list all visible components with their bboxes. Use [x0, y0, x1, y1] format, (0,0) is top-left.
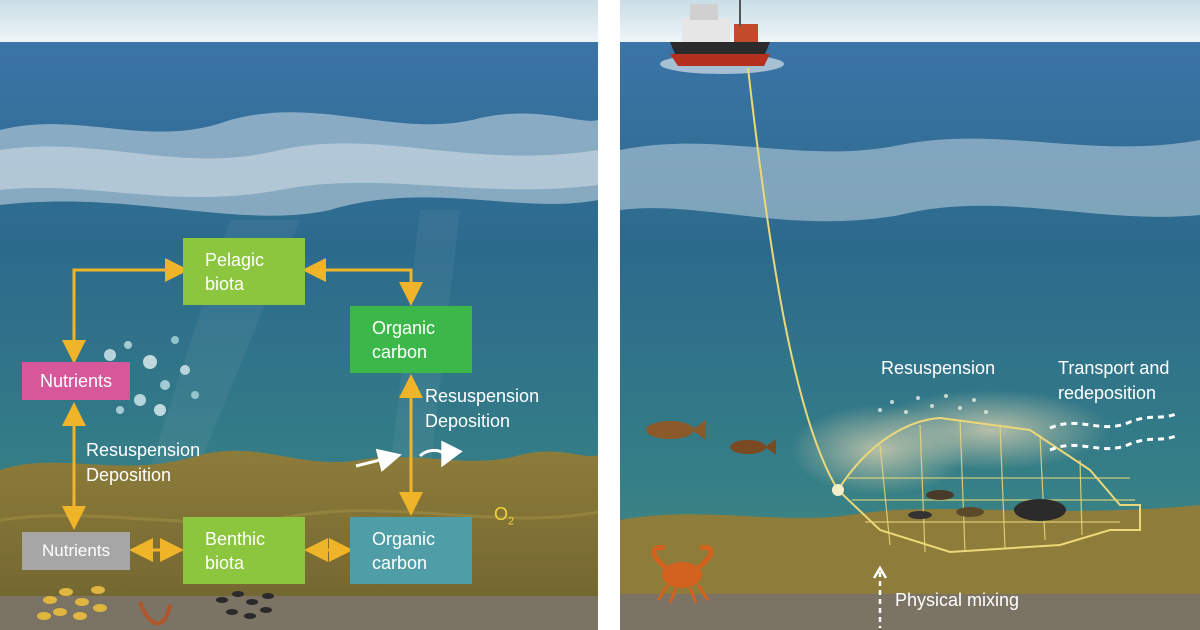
oxygen-symbol: O — [494, 504, 509, 524]
wave-foam — [620, 138, 1200, 222]
shell-cluster — [37, 586, 107, 620]
resuspended-particles — [878, 394, 988, 414]
nutrients-water-box: Nutrients — [22, 362, 130, 400]
gravel-bed — [620, 594, 1200, 630]
organic-carbon-sediment-box: Organic carbon — [350, 517, 472, 584]
pelagic-biota-label: Pelagic biota — [205, 249, 265, 294]
mussel-cluster — [216, 591, 274, 619]
panel-divider — [598, 0, 620, 630]
nutrients-sediment-box: Nutrients — [22, 532, 130, 570]
worm — [138, 601, 172, 626]
oxygen-subscript: 2 — [508, 515, 515, 528]
gravel-bed — [0, 596, 598, 630]
natural-seabed-panel: Pelagic biota Organic carbon Nutrients N… — [0, 0, 598, 630]
resuspension-label: Resuspension — [881, 358, 996, 378]
resuspension-deposition-left-label: Resuspension Deposition — [86, 440, 201, 485]
organic-carbon-water-box: Organic carbon — [350, 306, 472, 373]
trawled-seabed-panel: Resuspension Transport and redeposition … — [620, 0, 1200, 630]
fish-1 — [646, 420, 706, 440]
right-scene-background — [620, 0, 1200, 630]
crab — [651, 544, 714, 604]
transport-arrows — [1049, 412, 1177, 452]
sky — [0, 0, 598, 42]
transport-redeposition-label: Transport and redeposition — [1058, 358, 1170, 403]
benthic-biota-box: Benthic biota — [183, 517, 305, 584]
trawl-warp — [747, 67, 839, 491]
trawl-net — [832, 416, 1141, 554]
organic-carbon-water-label: Organic carbon — [372, 317, 436, 362]
benthic-biota-label: Benthic biota — [205, 528, 266, 573]
fish-2 — [730, 439, 776, 455]
resuspension-deposition-right-label: Resuspension Deposition — [425, 386, 540, 431]
pelagic-biota-box: Pelagic biota — [183, 238, 305, 305]
nutrients-sediment-label: Nutrients — [41, 541, 111, 560]
wave-foam — [0, 112, 598, 216]
wave-foam-inner — [0, 143, 598, 198]
oxygen-label: O2 — [494, 502, 514, 535]
physical-mixing-label: Physical mixing — [895, 590, 1020, 610]
nutrients-water-label: Nutrients — [39, 371, 113, 391]
organic-carbon-sediment-label: Organic carbon — [372, 528, 436, 573]
trawler-boat — [660, 0, 784, 74]
